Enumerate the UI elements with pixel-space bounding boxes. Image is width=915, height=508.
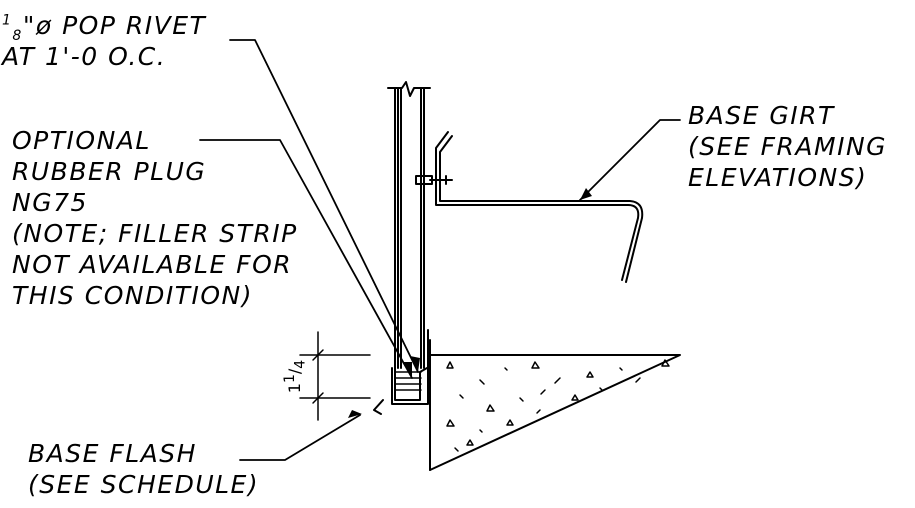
rubber-plug-line5: NOT AVAILABLE FOR: [12, 250, 293, 279]
dimension-whole: 1: [285, 383, 305, 394]
leader-lines: [199, 39, 681, 461]
arrowheads: [348, 188, 592, 418]
rivet-fraction-denominator: 8: [12, 28, 23, 44]
base-girt-label: BASE GIRT (SEE FRAMING ELEVATIONS): [688, 100, 887, 193]
dimension-denominator: 4: [292, 359, 309, 369]
base-flash-line1: BASE FLASH: [28, 439, 197, 468]
base-flash-line2: (SEE SCHEDULE): [28, 470, 260, 499]
rubber-plug-line4: (NOTE; FILLER STRIP: [12, 219, 298, 248]
rivet-label-text: "ø POP RIVET: [22, 11, 207, 40]
rivet-label-line1: 18"ø POP RIVET: [2, 10, 207, 44]
rubber-plug-line1: OPTIONAL: [12, 126, 151, 155]
base-flash: [373, 329, 429, 415]
wall-panel: [387, 81, 431, 369]
dimension-lines: [299, 331, 371, 421]
rubber-plug-line6: THIS CONDITION): [12, 281, 253, 310]
rubber-plug-hatch: [395, 371, 422, 391]
base-flash-label: BASE FLASH (SEE SCHEDULE): [28, 438, 259, 500]
base-girt-line2: (SEE FRAMING: [688, 132, 888, 161]
rivet-label-line2: AT 1'-0 O.C.: [2, 42, 167, 71]
dimension-numerator: 1: [281, 374, 298, 384]
dimension-label: 11/4: [281, 359, 309, 394]
rivet-fraction-numerator: 1: [2, 12, 13, 29]
rivet-label: 18"ø POP RIVET AT 1'-0 O.C.: [2, 10, 206, 72]
rubber-plug-line2: RUBBER PLUG: [12, 157, 207, 186]
rubber-plug-label: OPTIONAL RUBBER PLUG NG75 (NOTE; FILLER …: [12, 125, 298, 311]
base-girt-shape: [415, 131, 644, 283]
base-girt-line1: BASE GIRT: [688, 101, 835, 130]
base-girt-line3: ELEVATIONS): [688, 163, 868, 192]
concrete-slab: [429, 339, 681, 471]
concrete-aggregate: [446, 359, 670, 452]
rubber-plug-line3: NG75: [12, 188, 88, 217]
